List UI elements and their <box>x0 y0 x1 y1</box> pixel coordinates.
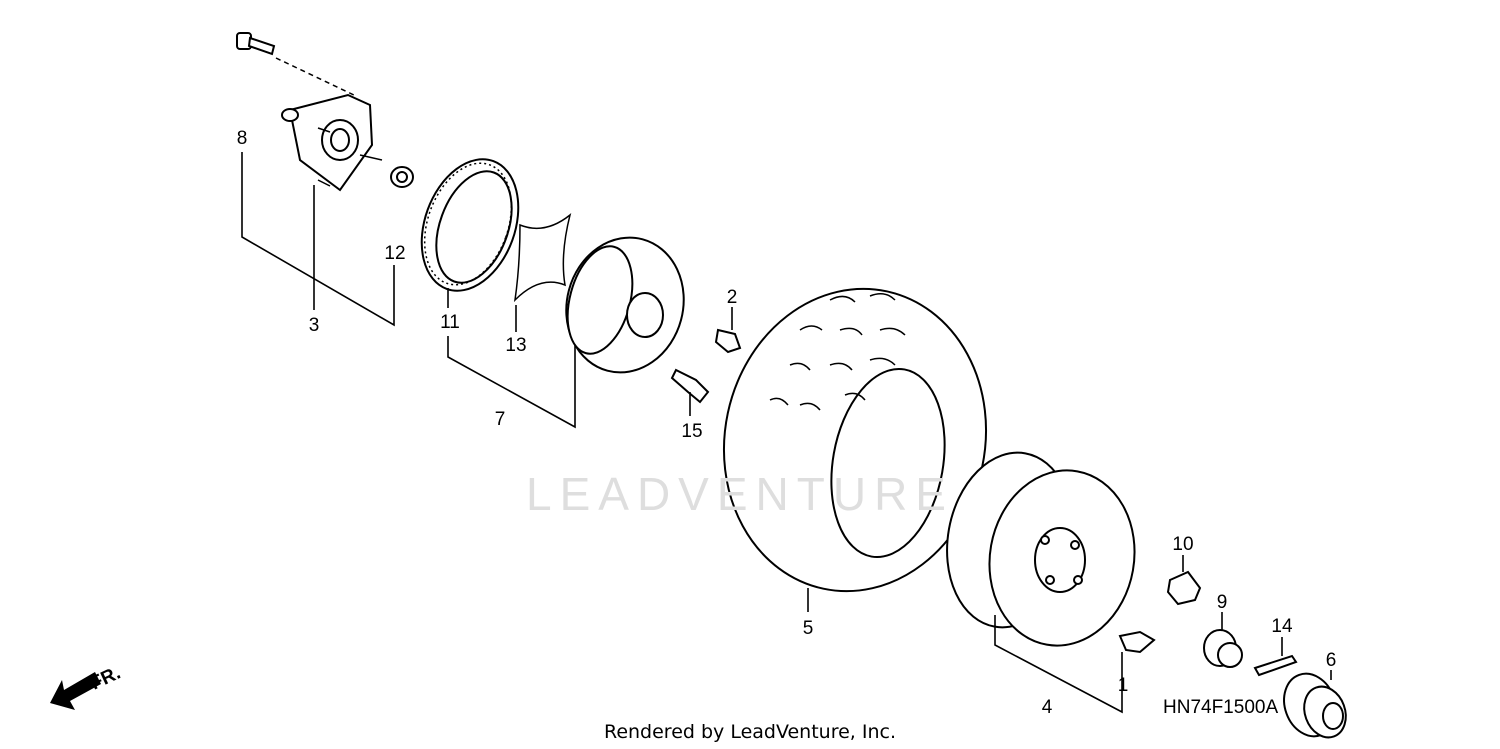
callout-4[interactable]: 4 <box>1042 697 1053 718</box>
diagram-code: HN74F1500A <box>1163 697 1278 718</box>
callout-3[interactable]: 3 <box>309 315 320 336</box>
callout-5[interactable]: 5 <box>803 618 814 639</box>
callout-6[interactable]: 6 <box>1326 650 1337 671</box>
part-11-seal[interactable] <box>404 146 535 305</box>
part-8-bolt[interactable] <box>236 32 276 56</box>
leader-lines <box>241 152 1332 714</box>
part-7-brake-drum[interactable] <box>551 224 698 385</box>
callout-8[interactable]: 8 <box>237 128 248 149</box>
part-6-hub-cap[interactable] <box>1276 666 1353 743</box>
callout-7[interactable]: 7 <box>495 409 506 430</box>
callout-15[interactable]: 15 <box>681 421 702 442</box>
part-5-tire[interactable] <box>696 264 1014 615</box>
callout-1[interactable]: 1 <box>1118 675 1129 696</box>
footer-credit: Rendered by LeadVenture, Inc. <box>604 721 896 743</box>
part-10-nut[interactable] <box>1166 570 1202 606</box>
part-14-cotter-pin[interactable] <box>1253 654 1298 677</box>
callout-13[interactable]: 13 <box>505 335 526 356</box>
part-1-valve[interactable] <box>1118 630 1156 654</box>
part-2-bolt[interactable] <box>714 328 742 354</box>
callout-11[interactable]: 11 <box>440 312 460 333</box>
part-13-o-ring[interactable] <box>513 213 572 303</box>
part-15-bolt[interactable] <box>670 368 710 404</box>
part-9-castle-nut[interactable] <box>1203 629 1243 668</box>
part-3-hub[interactable] <box>281 93 383 192</box>
callout-14[interactable]: 14 <box>1271 616 1293 637</box>
callout-10[interactable]: 10 <box>1172 534 1193 555</box>
direction-label: FR. <box>87 663 124 695</box>
part-12-nut[interactable] <box>390 166 414 188</box>
front-direction-arrow-icon: FR. <box>50 663 124 710</box>
callout-2[interactable]: 2 <box>727 287 738 308</box>
callout-9[interactable]: 9 <box>1217 592 1228 613</box>
callout-12[interactable]: 12 <box>384 243 405 264</box>
